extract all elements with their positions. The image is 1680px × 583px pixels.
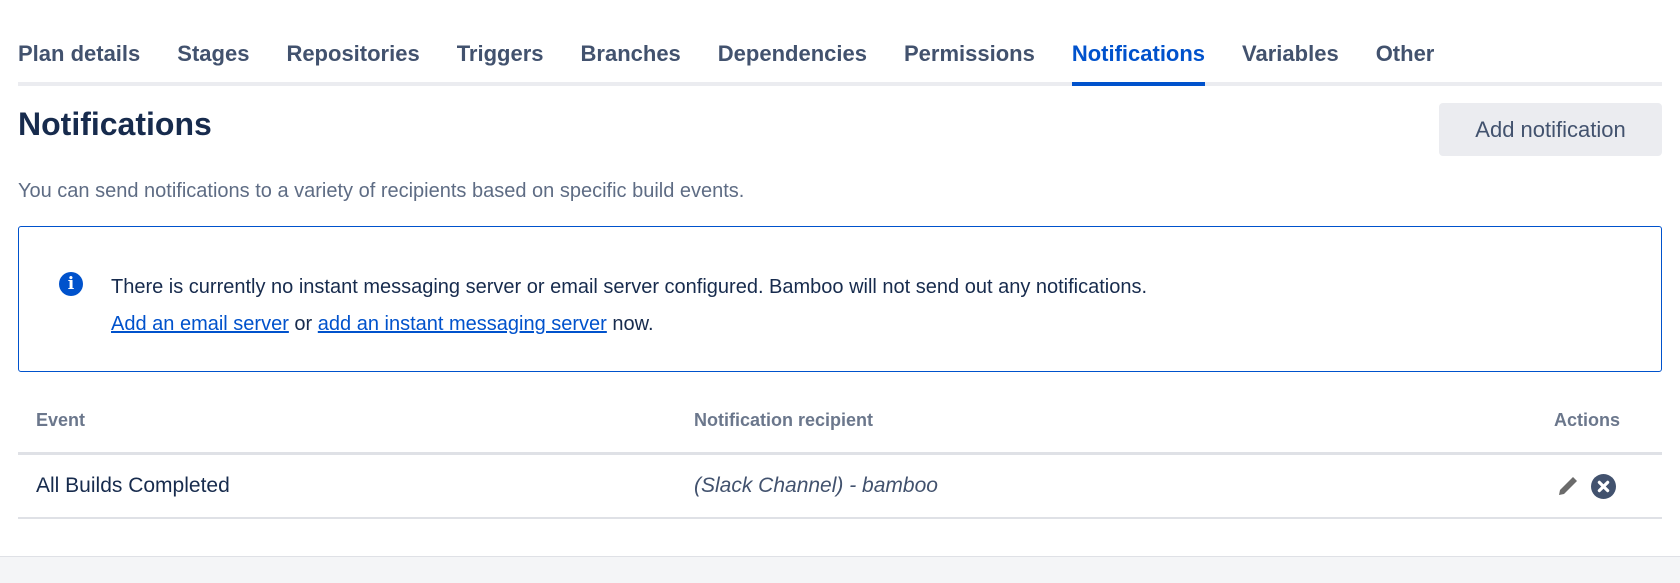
tab-plan-details[interactable]: Plan details bbox=[18, 41, 141, 66]
info-or-text: or bbox=[288, 313, 318, 335]
column-header-recipient: Notification recipient bbox=[694, 410, 874, 430]
tab-notifications[interactable]: Notifications bbox=[1071, 38, 1206, 86]
info-message-box: i There is currently no instant messagin… bbox=[18, 226, 1662, 372]
plan-config-tabs: Plan details Stages Repositories Trigger… bbox=[18, 38, 1662, 86]
add-im-server-link[interactable]: add an instant messaging server bbox=[317, 313, 607, 335]
tab-other[interactable]: Other bbox=[1375, 41, 1435, 66]
edit-icon[interactable] bbox=[1556, 474, 1580, 503]
table-header-divider bbox=[18, 452, 1662, 455]
info-icon: i bbox=[59, 272, 83, 296]
page-title: Notifications bbox=[18, 106, 212, 142]
delete-icon[interactable] bbox=[1591, 474, 1616, 504]
page-footer bbox=[0, 556, 1680, 583]
tab-triggers[interactable]: Triggers bbox=[456, 41, 544, 66]
tab-dependencies[interactable]: Dependencies bbox=[717, 41, 867, 66]
tab-permissions[interactable]: Permissions bbox=[903, 41, 1035, 66]
row-event: All Builds Completed bbox=[36, 474, 230, 497]
info-message: There is currently no instant messaging … bbox=[111, 269, 1147, 343]
add-email-server-link[interactable]: Add an email server bbox=[111, 313, 289, 335]
tab-stages[interactable]: Stages bbox=[177, 41, 250, 66]
tab-variables[interactable]: Variables bbox=[1242, 41, 1339, 66]
column-header-event: Event bbox=[36, 410, 86, 430]
row-recipient: (Slack Channel) - bamboo bbox=[694, 474, 938, 497]
page-description: You can send notifications to a variety … bbox=[18, 180, 745, 202]
tab-branches[interactable]: Branches bbox=[580, 41, 681, 66]
info-message-text: There is currently no instant messaging … bbox=[111, 276, 1148, 298]
add-notification-button[interactable]: Add notification bbox=[1439, 103, 1662, 156]
column-header-actions: Actions bbox=[1554, 410, 1621, 430]
tab-repositories[interactable]: Repositories bbox=[286, 41, 420, 66]
table-bottom-divider bbox=[18, 517, 1662, 519]
info-suffix-text: now. bbox=[606, 313, 654, 335]
